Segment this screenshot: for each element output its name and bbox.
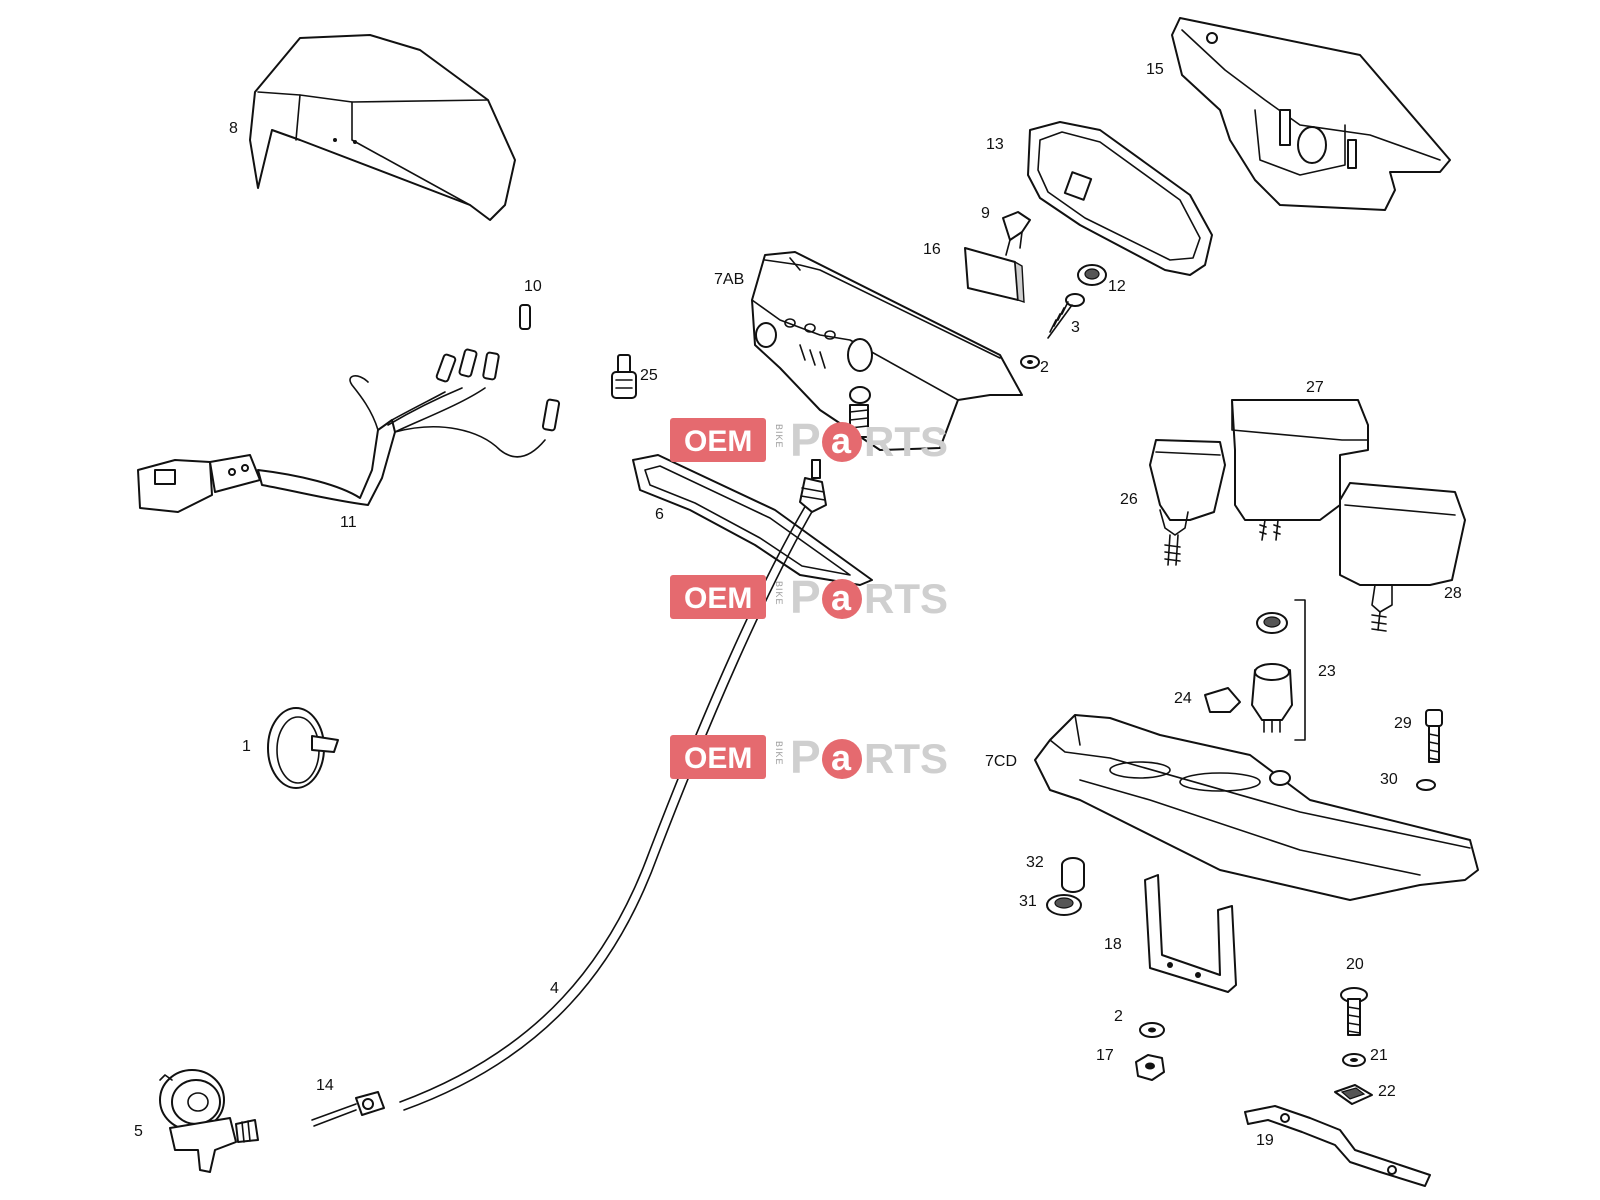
callout-31: 31 [1019, 893, 1037, 910]
watermark-bike-text: BIKE [774, 741, 784, 766]
part-16-pad [964, 247, 1025, 303]
part-15-rear-housing [1171, 17, 1451, 211]
callout-12: 12 [1108, 278, 1126, 295]
watermark: OEM BIKE P a RTS OEM BIKE P a RTS OEM BI… [670, 414, 948, 783]
watermark-oem-text: OEM [684, 425, 752, 458]
part-19-mounting-bracket [1244, 1105, 1431, 1187]
callout-9: 9 [981, 205, 990, 222]
watermark-oem-text: OEM [684, 582, 752, 615]
callout-20: 20 [1346, 956, 1364, 973]
watermark-a-circle [822, 739, 862, 779]
callout-6: 6 [655, 506, 664, 523]
part-20-screw [1340, 987, 1368, 1036]
callout-28: 28 [1444, 585, 1462, 602]
watermark-bike-text: BIKE [774, 581, 784, 606]
callout-29: 29 [1394, 715, 1412, 732]
part-31-grommet [1046, 894, 1082, 916]
callout-22: 22 [1378, 1083, 1396, 1100]
part-8-instrument-cover [249, 34, 516, 221]
callout-7AB: 7AB [714, 271, 744, 288]
callout-23: 23 [1318, 663, 1336, 680]
part-7AB-instrument-body [751, 251, 1023, 451]
callout-17: 17 [1096, 1047, 1114, 1064]
part-26-gauge [1149, 439, 1226, 566]
watermark-oem-text: OEM [684, 742, 752, 775]
callout-7CD: 7CD [985, 753, 1017, 770]
callout-27: 27 [1306, 379, 1324, 396]
watermark-p-text: P [790, 731, 821, 783]
callout-11: 11 [340, 514, 357, 531]
part-23-switch-assembly [1251, 599, 1306, 741]
watermark-middle: OEM BIKE P a RTS [670, 571, 948, 623]
part-10-bulb [519, 304, 531, 330]
part-21-washer [1342, 1053, 1366, 1067]
watermark-a-text: a [831, 420, 852, 461]
watermark-a-circle [822, 422, 862, 462]
callout-5: 5 [134, 1123, 143, 1140]
part-7CD-lower-housing [1034, 714, 1479, 901]
watermark-oem-box [670, 575, 766, 619]
callout-15: 15 [1146, 61, 1164, 78]
callout-16: 16 [923, 241, 941, 258]
part-3-screw [1047, 293, 1085, 339]
part-22-clip [1334, 1084, 1373, 1105]
callout-26: 26 [1120, 491, 1138, 508]
part-11-wiring-harness [137, 348, 561, 513]
part-24-cap [1204, 687, 1241, 713]
watermark-a-text: a [831, 577, 852, 618]
callout-1: 1 [242, 738, 251, 755]
watermark-a-circle [822, 579, 862, 619]
part-13-lens-bezel [1027, 121, 1213, 276]
part-30-washer [1416, 779, 1436, 791]
watermark-bottom: OEM BIKE P a RTS [670, 731, 948, 783]
watermark-rts-text: RTS [864, 575, 948, 622]
part-2-washer-lower [1139, 1022, 1165, 1038]
part-5-speedometer-drive [159, 1069, 259, 1173]
callout-13: 13 [986, 136, 1004, 153]
callout-2-upper: 2 [1040, 359, 1049, 376]
part-25-bulb-holder [611, 354, 637, 399]
watermark-a-text: a [831, 737, 852, 778]
callout-24: 24 [1174, 690, 1192, 707]
part-32-spacer [1061, 857, 1085, 893]
callout-18: 18 [1104, 936, 1122, 953]
watermark-rts-text: RTS [864, 735, 948, 782]
part-1-hose-clamp [267, 707, 339, 789]
callout-2-lower: 2 [1114, 1008, 1123, 1025]
watermark-bike-text: BIKE [774, 424, 784, 449]
callout-32: 32 [1026, 854, 1044, 871]
part-14-cable-end [311, 1091, 385, 1127]
watermark-top: OEM BIKE P a RTS [670, 414, 948, 466]
part-18-bracket [1144, 874, 1237, 993]
part-4-speedometer-cable [399, 459, 827, 1111]
part-9-pin [1002, 211, 1031, 256]
part-2-washer-upper [1020, 355, 1040, 369]
callout-4: 4 [550, 980, 559, 997]
callout-21: 21 [1370, 1047, 1388, 1064]
callout-30: 30 [1380, 771, 1398, 788]
watermark-oem-box [670, 735, 766, 779]
callout-8: 8 [229, 120, 238, 137]
callout-25: 25 [640, 367, 658, 384]
watermark-oem-box [670, 418, 766, 462]
watermark-rts-text: RTS [864, 418, 948, 465]
callout-10: 10 [524, 278, 542, 295]
watermark-p-text: P [790, 414, 821, 466]
part-17-nut [1135, 1054, 1165, 1081]
callout-labels: 8 15 13 9 16 7AB 12 3 2 10 25 11 6 27 26… [134, 61, 1462, 1149]
callout-3: 3 [1071, 319, 1080, 336]
part-29-screw [1425, 709, 1443, 763]
part-12-grommet [1077, 264, 1107, 286]
callout-19: 19 [1256, 1132, 1274, 1149]
part-6-gasket [632, 454, 873, 586]
watermark-p-text: P [790, 571, 821, 623]
callout-14: 14 [316, 1077, 334, 1094]
part-28-gauge [1339, 482, 1466, 632]
